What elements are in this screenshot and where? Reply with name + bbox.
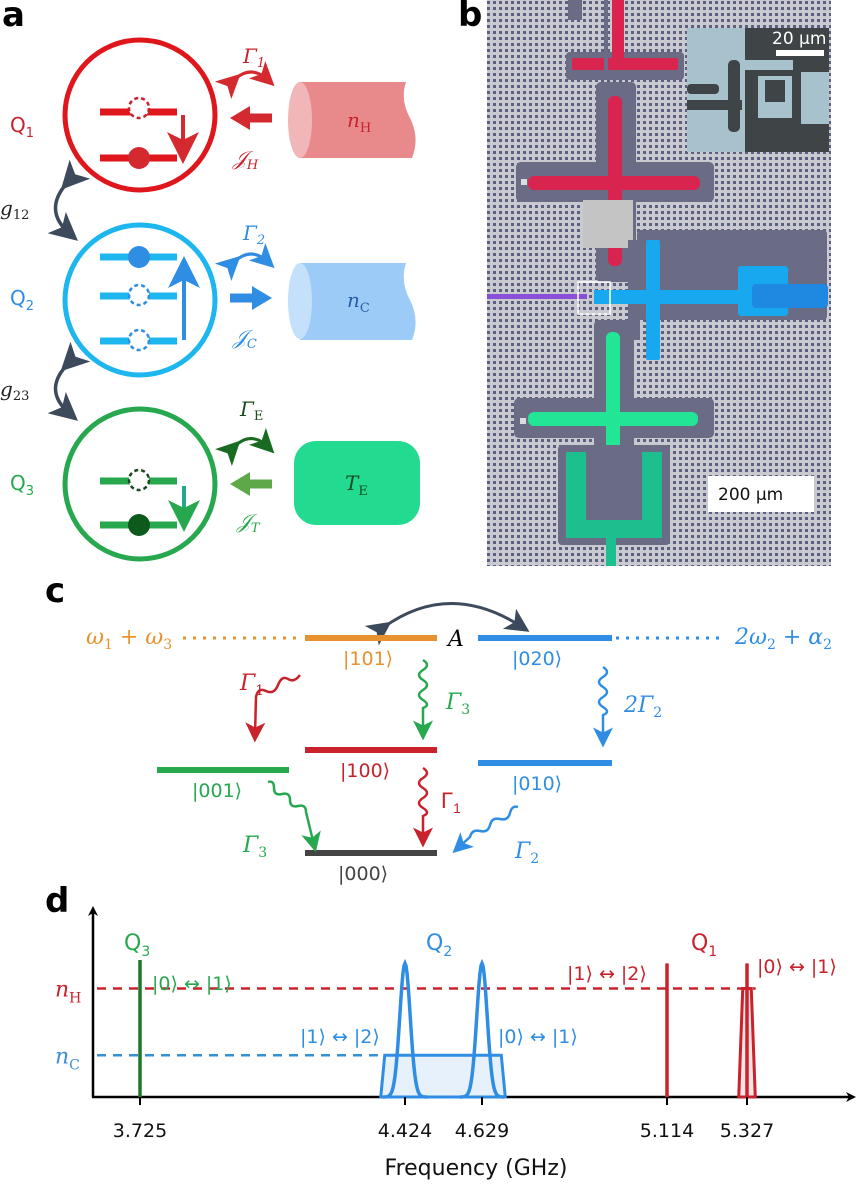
qubit-q3-circle — [62, 406, 218, 562]
level-label-n-h: nH — [55, 977, 81, 1006]
q3-empty-state-icon — [127, 468, 151, 492]
cold-bath-band — [379, 1053, 507, 1099]
gamma-2-exchange-icon — [214, 242, 275, 282]
q2-occupied-state-icon — [128, 246, 150, 268]
q3-occupied-state-icon — [128, 514, 150, 536]
x-tick-label: 5.327 — [720, 1120, 774, 1142]
decay-020-to-010-icon — [593, 665, 613, 748]
gamma-e-exchange-icon — [214, 427, 275, 467]
main-scale-box — [708, 476, 814, 512]
transition-annotation: |1⟩ ↔ |2⟩ — [300, 1026, 380, 1048]
q1-label: Q1 — [10, 113, 34, 141]
transition-annotation: |0⟩ ↔ |1⟩ — [757, 956, 837, 978]
junction-highlight-box — [577, 281, 611, 315]
inset-scale-bar — [776, 50, 824, 56]
gamma-2-label: Γ2 — [242, 221, 265, 248]
panel-label-c: c — [45, 571, 65, 611]
x-tick-label: 5.114 — [640, 1120, 694, 1142]
coupling-a-arrow-icon — [364, 602, 530, 646]
q2-label: Q2 — [10, 286, 34, 314]
x-tick-label: 4.424 — [378, 1120, 432, 1142]
coupling-g23-label: g23 — [0, 377, 29, 404]
ket-101: |101⟩ — [343, 648, 393, 670]
ket-001: |001⟩ — [192, 780, 242, 802]
spectrum-chart: nH nC 3.725 4.424 4.629 5.114 5.327 Q3 Q2 Q1 |0⟩ ↔… — [55, 906, 856, 1181]
transition-annotation: |1⟩ ↔ |2⟩ — [567, 963, 647, 985]
qubit-q2 — [62, 222, 218, 378]
inset-micrograph — [687, 28, 829, 152]
decay-gamma1-label-a: Γ1 — [239, 671, 264, 699]
ket-010: |010⟩ — [512, 773, 562, 795]
q3-label: Q3 — [10, 471, 34, 499]
cold-bath-label: nC — [347, 288, 370, 316]
coupling-g12-icon — [47, 159, 91, 241]
energy-label-right: 2ω2 + α2 — [734, 625, 832, 653]
environment-bath-label: TE — [345, 471, 368, 499]
decay-2gamma2-label: 2Γ2 — [623, 693, 662, 721]
qubit-q1 — [62, 37, 218, 193]
transition-annotation: |0⟩ ↔ |1⟩ — [152, 973, 232, 995]
flux-h-arrow-icon — [230, 106, 250, 130]
cold-bath-cylinder — [288, 263, 416, 340]
transition-annotation: |0⟩ ↔ |1⟩ — [498, 1026, 578, 1048]
main-scale-label: 200 µm — [718, 485, 783, 505]
level-label-n-c: nC — [55, 1044, 80, 1073]
qubit-q3 — [62, 406, 218, 562]
flux-h-label: 𝒥H — [232, 146, 259, 173]
qubit-label-q3: Q3 — [124, 931, 150, 960]
flux-t-label: 𝒥T — [236, 509, 261, 536]
coupling-g23-icon — [47, 341, 91, 421]
ket-100: |100⟩ — [340, 760, 390, 782]
gamma-1-label: Γ1 — [242, 44, 265, 71]
flux-c-arrow-icon — [252, 286, 272, 310]
decay-gamma2-label: Γ2 — [514, 839, 539, 867]
gamma-e-label: ΓE — [239, 397, 263, 424]
hot-bath-cylinder — [288, 82, 416, 158]
x-tick-label: 3.725 — [113, 1120, 167, 1142]
decay-gamma3-label-b: Γ3 — [242, 833, 267, 861]
inset-scale-label: 20 µm — [772, 29, 826, 49]
panel-label-a: a — [2, 0, 25, 35]
energy-label-left: ω1 + ω3 — [86, 625, 172, 653]
decay-gamma1-label-b: Γ1 — [441, 788, 461, 816]
decay-101-to-100-icon — [413, 658, 433, 741]
flux-t-arrow-icon — [230, 472, 250, 496]
ket-000: |000⟩ — [338, 863, 388, 885]
flux-c-label: 𝒥C — [232, 325, 257, 352]
q2-empty-state-1-icon — [127, 283, 151, 307]
panel-label-d: d — [45, 881, 69, 921]
qubit-label-q1: Q1 — [691, 931, 717, 960]
hot-bath-label: nH — [347, 108, 371, 136]
qubit-label-q2: Q2 — [426, 931, 452, 960]
coupling-a-label: A — [446, 627, 464, 652]
coupling-g12-label: g12 — [0, 196, 29, 223]
decay-gamma3-label-a: Γ3 — [445, 690, 470, 718]
decay-101-to-001-icon — [245, 674, 301, 743]
qubit-q1-circle — [62, 37, 218, 193]
q2-empty-state-0-icon — [127, 328, 151, 352]
decay-100-to-000-icon — [413, 766, 433, 848]
decay-001-to-000-icon — [267, 780, 321, 853]
decay-010-to-000-icon — [452, 805, 519, 854]
q1-occupied-state-icon — [128, 147, 150, 169]
ket-020: |020⟩ — [512, 648, 562, 670]
environment-bath-box — [294, 441, 420, 525]
x-tick-label: 4.629 — [455, 1120, 509, 1142]
q1-empty-state-icon — [127, 96, 151, 120]
panel-label-b: b — [458, 0, 482, 35]
peak-q2-01 — [459, 958, 505, 1099]
peak-q2-12 — [382, 958, 428, 1099]
qubit-q2-circle — [62, 222, 218, 378]
x-axis-title: Frequency (GHz) — [385, 1156, 568, 1181]
gamma-1-exchange-icon — [214, 60, 275, 100]
